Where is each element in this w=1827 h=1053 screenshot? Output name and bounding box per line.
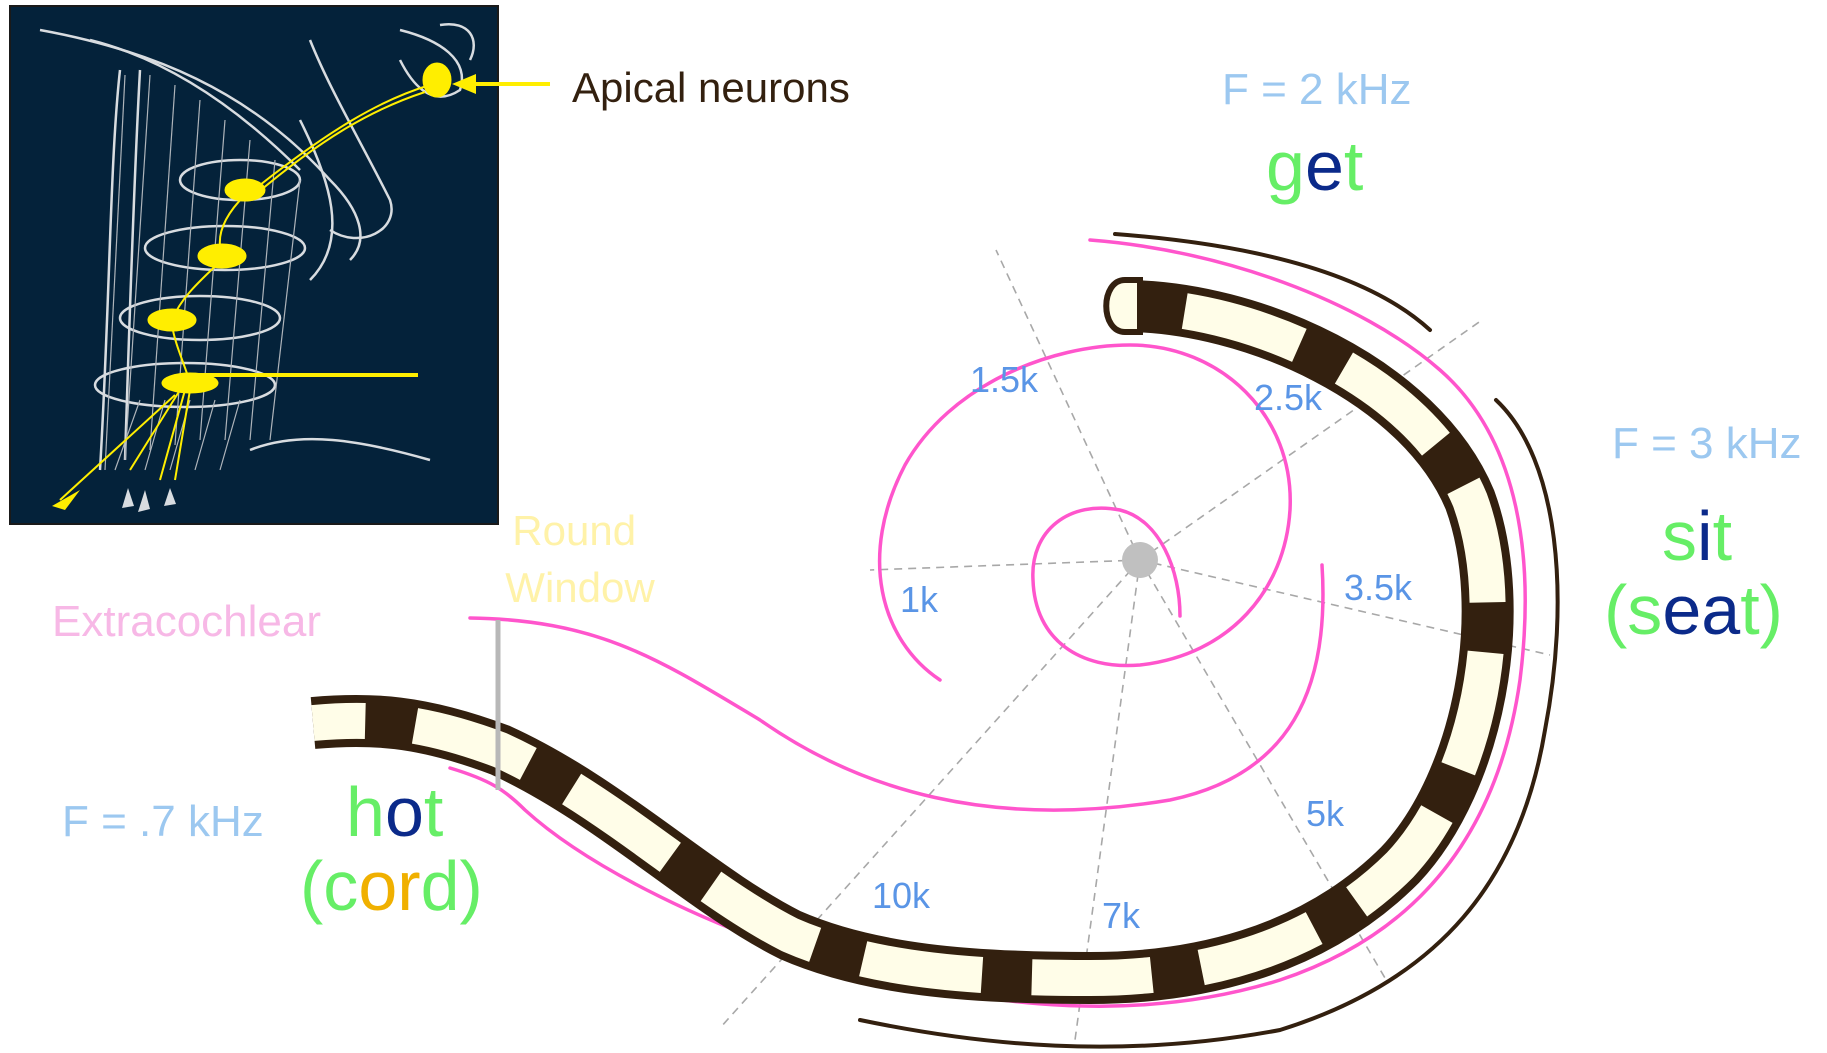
neuron-illustration	[9, 5, 499, 525]
word-seat: (seat)	[1604, 571, 1783, 649]
formant-3khz: F = 3 kHz	[1612, 419, 1802, 468]
word-sit: sit	[1662, 497, 1732, 575]
freq-3-5k: 3.5k	[1344, 567, 1413, 608]
freq-10k: 10k	[872, 875, 931, 916]
freq-5k: 5k	[1306, 793, 1345, 834]
outer-arcs	[858, 232, 1560, 1049]
freq-7k: 7k	[1102, 895, 1141, 936]
electrode-tip	[1103, 277, 1143, 335]
freq-1k: 1k	[900, 579, 939, 620]
word-get: get	[1266, 127, 1363, 205]
formant-0-7khz: F = .7 kHz	[62, 797, 264, 846]
word-hot: hot	[346, 773, 443, 851]
apical-neurons-label: Apical neurons	[572, 64, 850, 111]
cochlea-center	[1122, 542, 1158, 578]
round-window-label: Round Window	[505, 507, 655, 611]
electrode-array	[310, 280, 1514, 1005]
formant-2khz: F = 2 kHz	[1222, 65, 1412, 114]
freq-1-5k: 1.5k	[970, 359, 1039, 400]
apical-arrow	[452, 74, 550, 94]
frequency-labels: 1.5k 2.5k 1k 3.5k 5k 7k 10k	[872, 359, 1413, 936]
cochlea-outline	[448, 238, 1527, 1008]
word-cord: (cord)	[300, 847, 483, 925]
formant-labels: F = 2 kHz F = 3 kHz F = .7 kHz	[62, 65, 1802, 846]
freq-2-5k: 2.5k	[1254, 377, 1323, 418]
extracochlear-label: Extracochlear	[52, 597, 321, 646]
